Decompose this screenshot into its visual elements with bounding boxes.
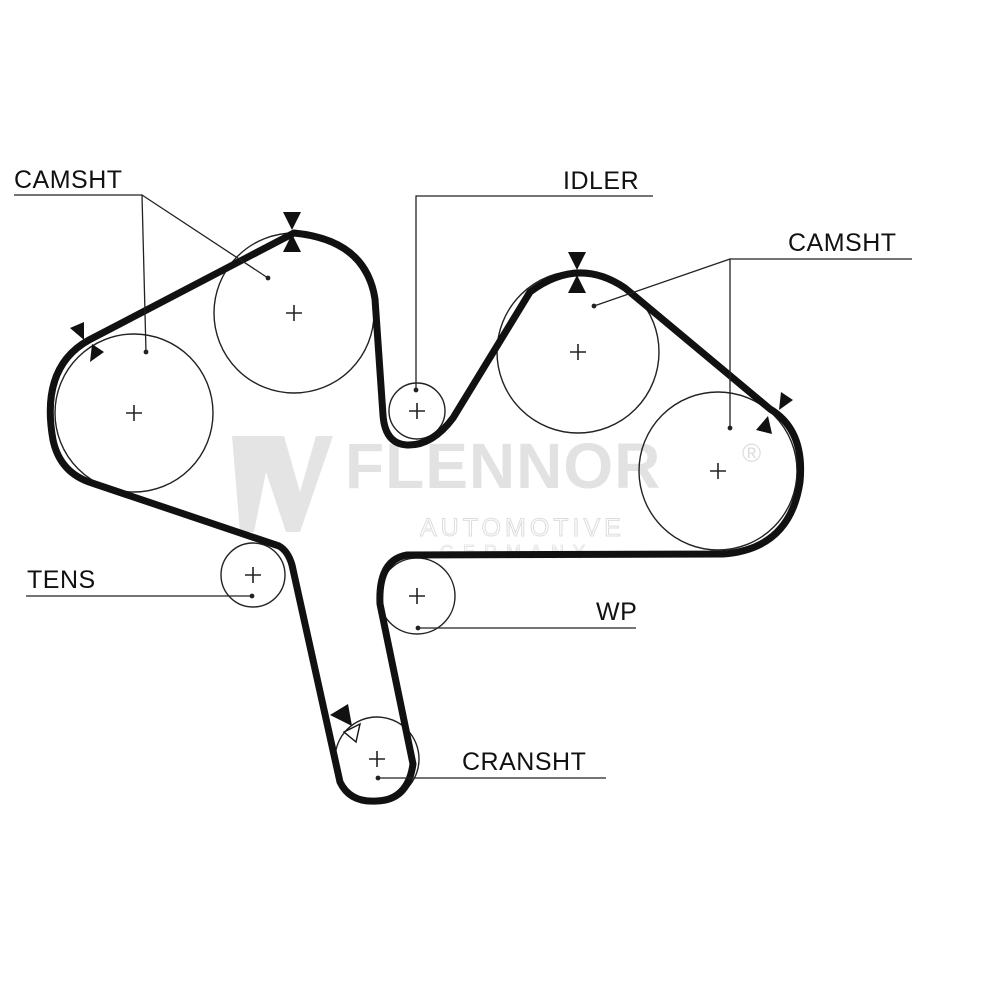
watermark-registered: ® (742, 438, 761, 468)
label-idler: IDLER (563, 167, 639, 195)
center-cross-icon (409, 403, 425, 419)
center-cross-icon (286, 305, 302, 321)
camshaft-right-outer-pulley (638, 391, 798, 551)
direction-arrow-icon (330, 704, 362, 744)
center-cross-icon (710, 463, 726, 479)
labels: CAMSHT IDLER CAMSHT TENS WP CRANSHT (14, 166, 897, 776)
pulleys (54, 232, 798, 802)
camshaft-left-outer-pulley (54, 333, 214, 493)
label-camshaft-right: CAMSHT (788, 229, 897, 257)
center-cross-icon (570, 344, 586, 360)
center-cross-icon (409, 588, 425, 604)
label-crankshaft: CRANSHT (462, 748, 586, 776)
timing-mark-icon (283, 212, 301, 252)
watermark-logo-icon (232, 436, 333, 532)
tensioner-pulley (220, 542, 286, 608)
center-cross-icon (245, 567, 261, 583)
timing-mark-icon (70, 322, 104, 362)
idler-pulley (388, 382, 446, 440)
label-tensioner: TENS (27, 566, 96, 594)
timing-mark-icon (756, 392, 793, 434)
water-pump-pulley (378, 557, 456, 635)
label-water-pump: WP (596, 598, 637, 626)
timing-belt (46, 229, 805, 805)
camshaft-right-leader-2 (593, 258, 731, 307)
timing-marks (70, 212, 793, 744)
center-cross-icon (126, 405, 142, 421)
label-camshaft-left: CAMSHT (14, 166, 123, 194)
idler-leader (415, 195, 653, 390)
watermark-line1: AUTOMOTIVE (420, 514, 625, 542)
timing-mark-icon (568, 252, 586, 293)
center-cross-icon (369, 751, 385, 767)
leader-lines (14, 194, 912, 781)
camshaft-left-leader-2 (141, 194, 269, 279)
watermark: FLENNOR ® AUTOMOTIVE GERMANY (232, 430, 761, 562)
